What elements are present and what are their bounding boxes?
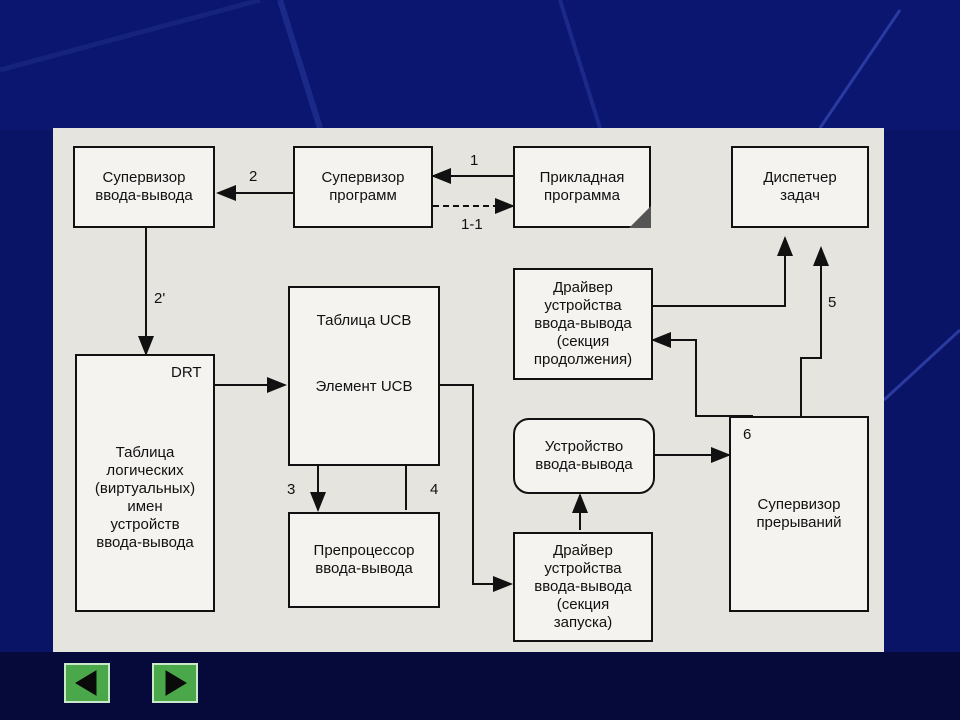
arrow-5	[800, 246, 829, 416]
label-1: 1	[470, 152, 479, 169]
triangle-right-icon	[165, 670, 187, 696]
bottom-bar	[0, 652, 960, 720]
label-2-prime: 2'	[154, 290, 166, 307]
arrow-continuation-to-dispatcher	[653, 236, 793, 307]
arrow-interrupt-to-continuation	[651, 332, 753, 417]
ucb-table-box: Таблица UCB Элемент UCB	[288, 286, 440, 466]
triangle-left-icon	[75, 670, 97, 696]
ucb-element-label: Элемент UCB	[315, 378, 413, 395]
label-4: 4	[430, 481, 439, 498]
label-5: 5	[828, 294, 837, 311]
interrupt-supervisor-box: Супервизор прерываний	[729, 416, 869, 612]
io-device-label: Устройство ввода-вывода	[535, 438, 633, 473]
application-program-box: Прикладная программа	[513, 146, 651, 228]
driver-continuation-label: Драйвер устройства ввода-вывода (секция …	[533, 279, 633, 368]
diagram-paper: Супервизор ввода-вывода Супервизор прогр…	[53, 128, 884, 652]
application-program-label: Прикладная программа	[539, 169, 625, 204]
label-drt: DRT	[171, 364, 202, 381]
program-supervisor-box: Супервизор программ	[293, 146, 433, 228]
program-supervisor-label: Супервизор программ	[321, 169, 405, 204]
next-slide-button[interactable]	[152, 663, 198, 703]
folded-corner-icon	[629, 206, 651, 228]
io-supervisor-label: Супервизор ввода-вывода	[95, 169, 193, 204]
task-dispatcher-box: Диспетчер задач	[731, 146, 869, 228]
previous-slide-button[interactable]	[64, 663, 110, 703]
ucb-table-label: Таблица UCB	[316, 312, 412, 329]
logical-names-table-label: Таблица логических (виртуальных) имен ус…	[94, 444, 196, 551]
label-3: 3	[287, 481, 296, 498]
io-supervisor-box: Супервизор ввода-вывода	[73, 146, 215, 228]
io-device-box: Устройство ввода-вывода	[513, 418, 655, 494]
label-2: 2	[249, 168, 258, 185]
logical-names-table-box: Таблица логических (виртуальных) имен ус…	[75, 354, 215, 612]
io-preprocessor-label: Препроцессор ввода-вывода	[313, 542, 415, 577]
label-1-1: 1-1	[461, 216, 483, 233]
io-preprocessor-box: Препроцессор ввода-вывода	[288, 512, 440, 608]
label-6: 6	[743, 426, 752, 443]
task-dispatcher-label: Диспетчер задач	[763, 169, 837, 204]
driver-start-label: Драйвер устройства ввода-вывода (секция …	[534, 542, 632, 631]
driver-start-box: Драйвер устройства ввода-вывода (секция …	[513, 532, 653, 642]
arrow-ucb-to-driver	[440, 384, 513, 592]
interrupt-supervisor-label: Супервизор прерываний	[756, 496, 842, 531]
driver-continuation-box: Драйвер устройства ввода-вывода (секция …	[513, 268, 653, 380]
